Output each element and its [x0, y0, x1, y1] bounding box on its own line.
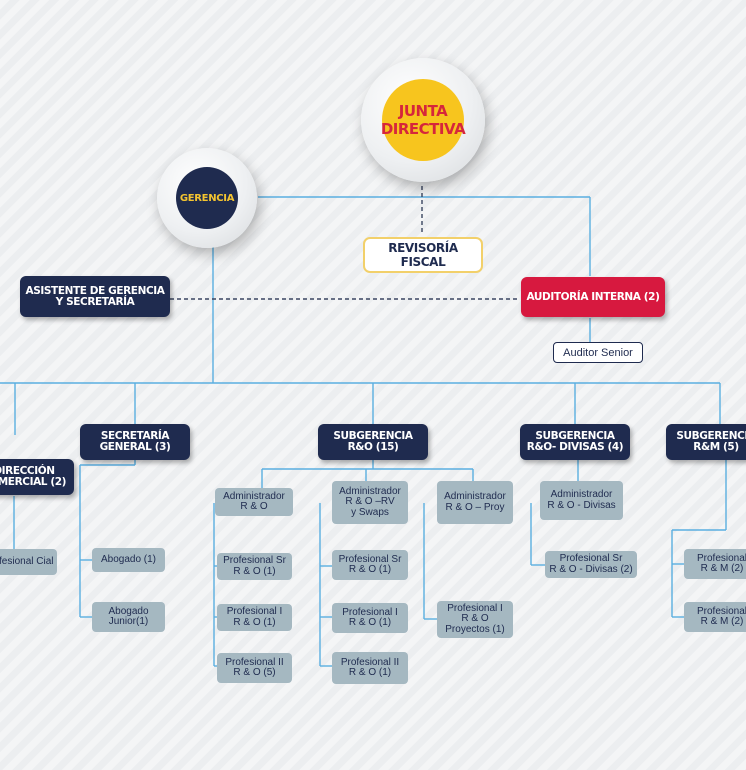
divisas-role: Administrador R & O - Divisas: [540, 481, 623, 520]
asistente-gerencia-box: ASISTENTE DE GERENCIA Y SECRETARÍA: [20, 276, 170, 317]
ro-col3-role: Profesional I R & O Proyectos (1): [437, 601, 513, 638]
direccion-comercial-box: DIRECCIÓN COMERCIAL (2): [0, 459, 74, 495]
auditoria-interna-box: AUDITORÍA INTERNA (2): [521, 277, 665, 317]
profesional-cial-box: Profesional Cial: [0, 549, 57, 575]
secretaria-general-box: SECRETARÍA GENERAL (3): [80, 424, 190, 460]
rm-role: Profesional R & M (2): [684, 602, 746, 632]
ro-col1-role: Administrador R & O: [215, 488, 293, 516]
subgerencia-divisas-box: SUBGERENCIA R&O- DIVISAS (4): [520, 424, 630, 460]
ro-col2-role: Administrador R & O –RV y Swaps: [332, 481, 408, 524]
ro-col2-role: Profesional Sr R & O (1): [332, 550, 408, 580]
junta-directiva-label: JUNTA DIRECTIVA: [380, 102, 466, 138]
subgerencia-ro-box: SUBGERENCIA R&O (15): [318, 424, 428, 460]
gerencia-label: GERENCIA: [179, 192, 235, 204]
ro-col1-role: Profesional II R & O (5): [217, 653, 292, 683]
abogado-junior-box: Abogado Junior(1): [92, 602, 165, 632]
gerencia-circle: GERENCIA: [157, 148, 257, 248]
ro-col1-role: Profesional I R & O (1): [217, 604, 292, 631]
ro-col1-role: Profesional Sr R & O (1): [217, 553, 292, 580]
ro-col3-role: Administrador R & O – Proy: [437, 481, 513, 524]
subgerencia-rm-box: SUBGERENCIA R&M (5): [666, 424, 746, 460]
ro-col2-role: Profesional I R & O (1): [332, 603, 408, 633]
junta-directiva-circle: JUNTA DIRECTIVA: [361, 58, 485, 182]
abogado-box: Abogado (1): [92, 548, 165, 572]
ro-col2-role: Profesional II R & O (1): [332, 652, 408, 684]
auditor-senior-box: Auditor Senior: [553, 342, 643, 363]
revisoria-fiscal-box: REVISORÍA FISCAL: [363, 237, 483, 273]
divisas-role: Profesional Sr R & O - Divisas (2): [545, 551, 637, 578]
rm-role: Profesional R & M (2): [684, 549, 746, 579]
